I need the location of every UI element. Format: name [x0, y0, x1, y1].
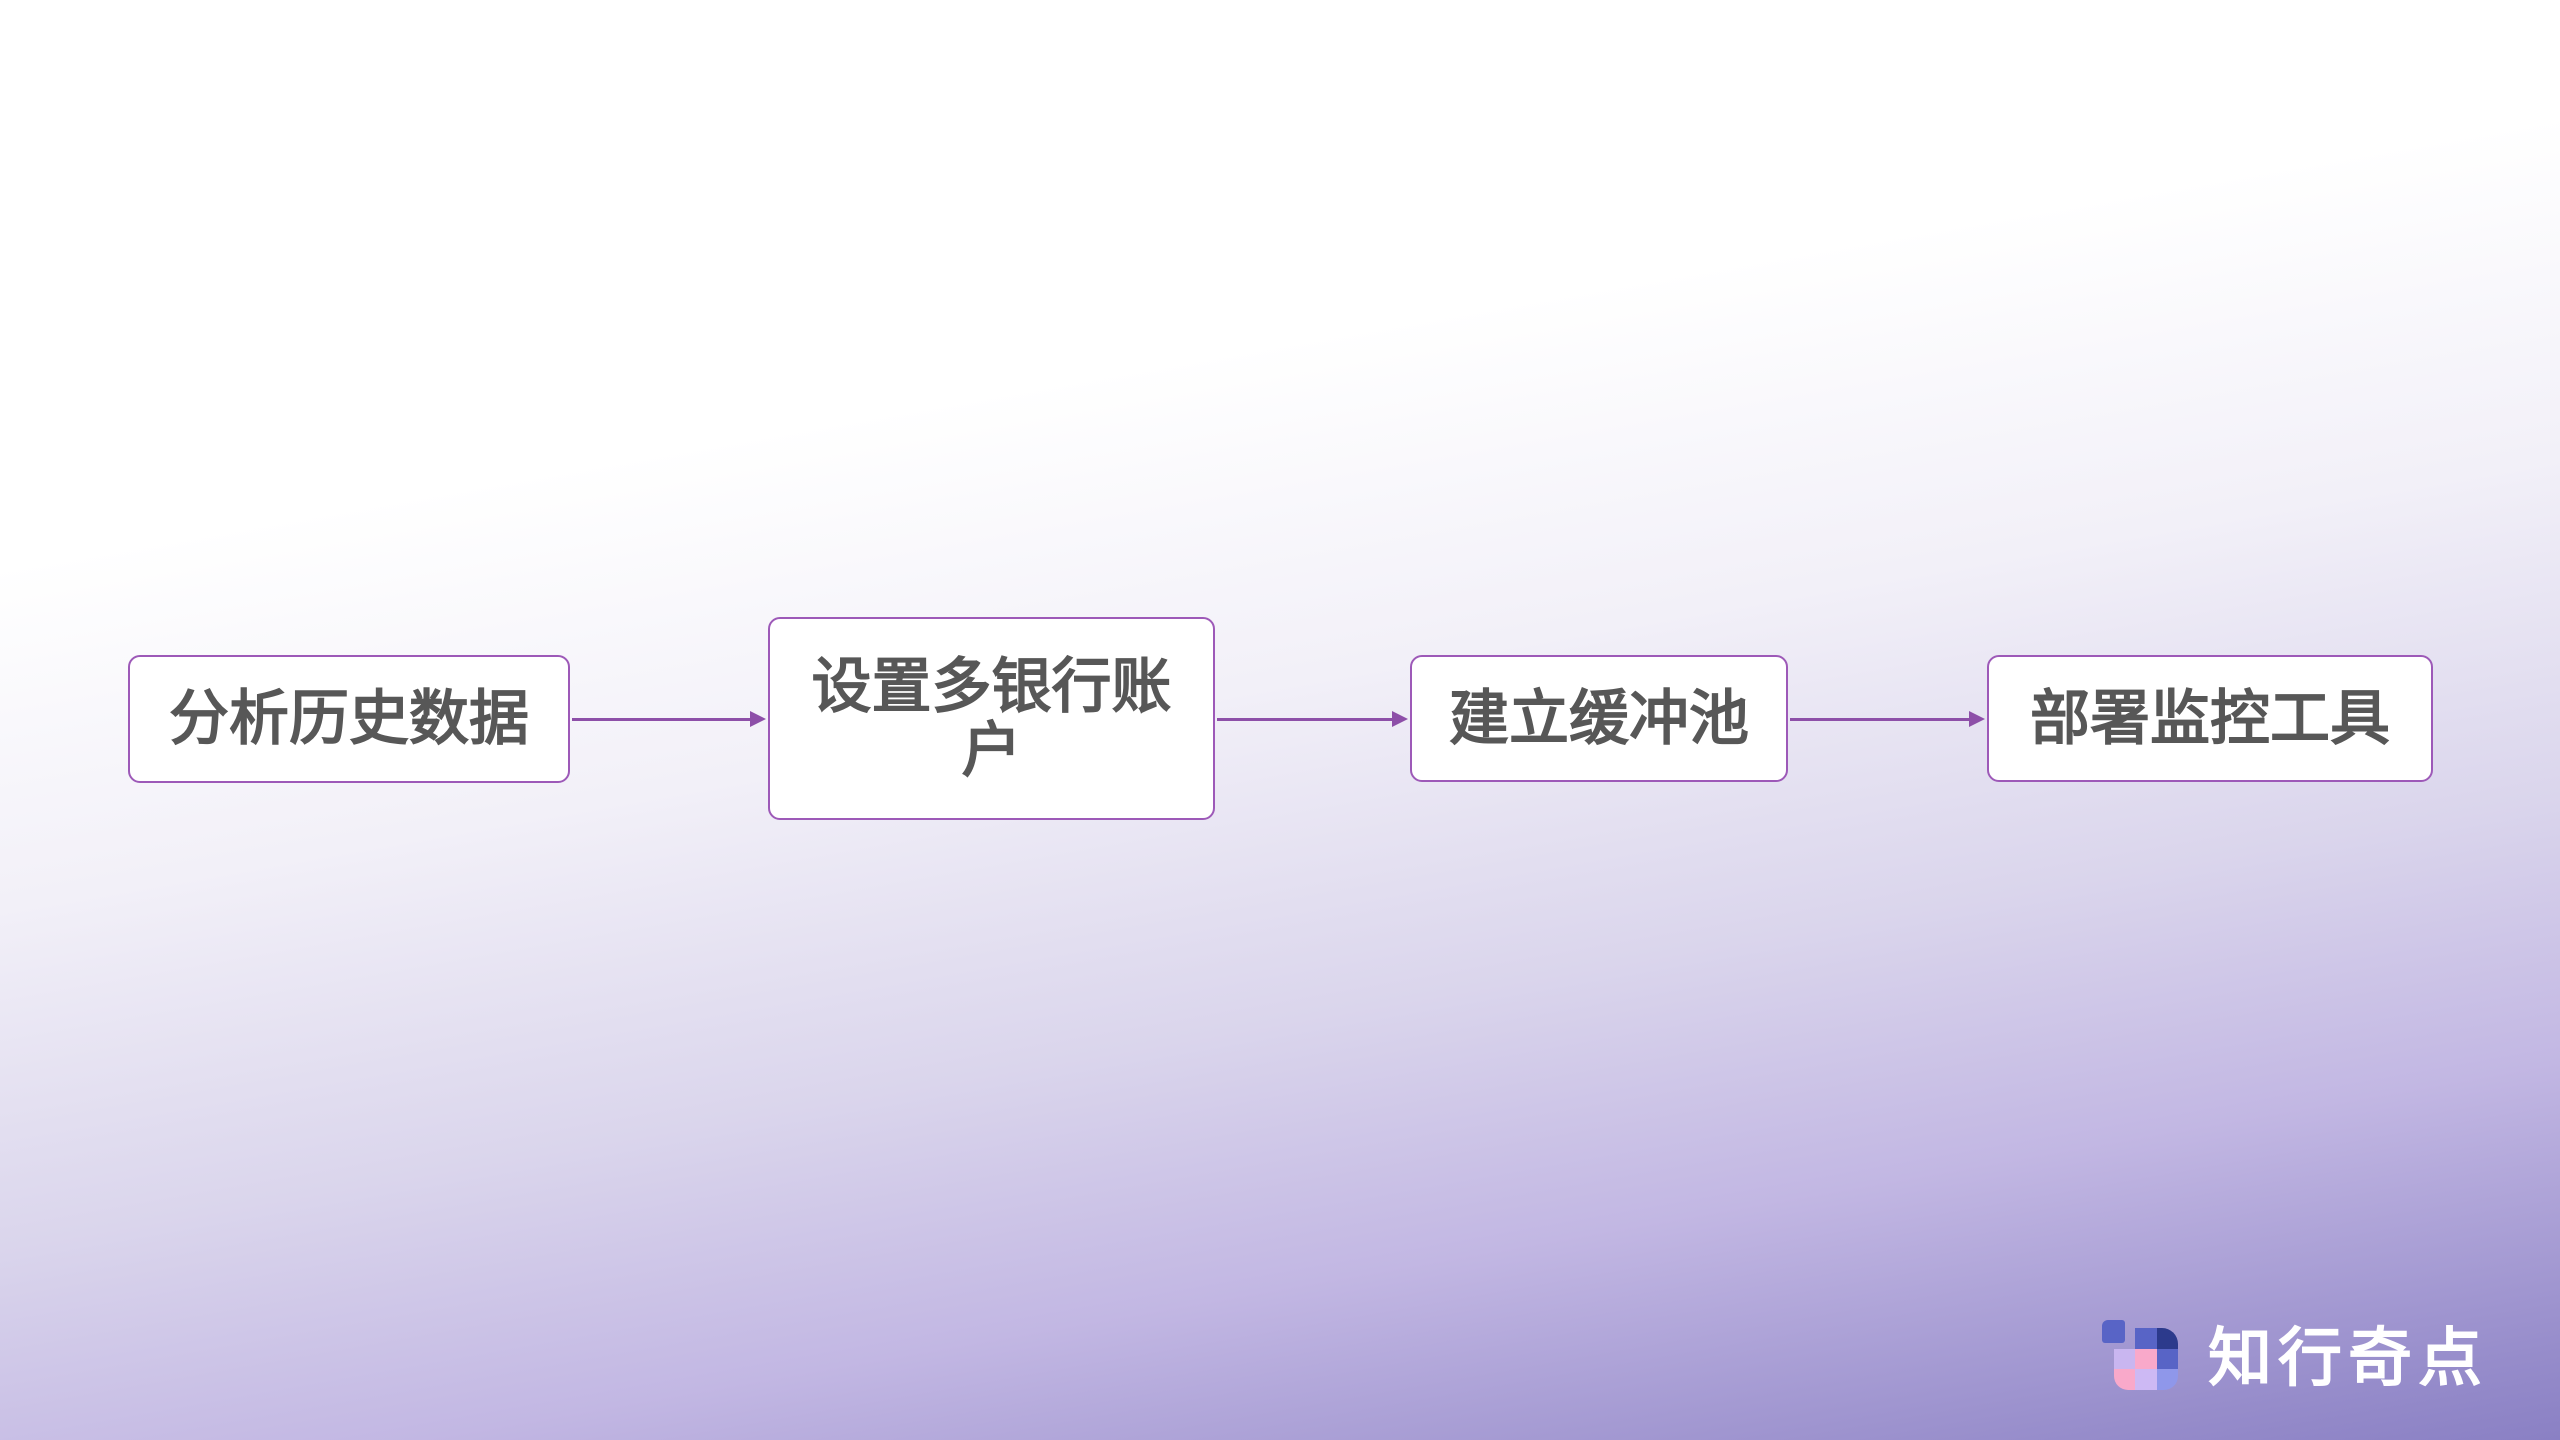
logo-grid-cell: [2114, 1348, 2136, 1370]
flow-node-label: 设置多银行账户: [811, 652, 1172, 784]
logo-grid-icon: [2102, 1318, 2178, 1390]
arrow-line: [1790, 717, 1972, 721]
arrow-line: [1217, 717, 1395, 721]
flow-node-deploy-monitoring-tools: 部署监控工具: [1987, 655, 2433, 782]
arrowhead-icon: [1969, 711, 1985, 727]
logo-grid: [2114, 1328, 2178, 1390]
flow-node-label: 部署监控工具: [2030, 684, 2390, 752]
flow-connector-1: [572, 711, 766, 727]
flow-node-label: 建立缓冲池: [1449, 684, 1749, 752]
arrowhead-icon: [1392, 711, 1408, 727]
logo-grid-cell: [2135, 1369, 2157, 1390]
flow-node-analyze-history-data: 分析历史数据: [128, 655, 570, 783]
arrow-line: [572, 717, 753, 721]
logo-wordmark: 知行奇点: [2208, 1322, 2488, 1394]
logo-detached-square: [2102, 1320, 2125, 1343]
logo-grid-cell: [2135, 1348, 2157, 1370]
logo-grid-cell: [2156, 1328, 2178, 1349]
logo-grid-cell: [2156, 1348, 2178, 1370]
logo-grid-cell: [2135, 1328, 2157, 1349]
flow-node-setup-multi-bank-accounts: 设置多银行账户: [768, 617, 1215, 820]
logo-grid-cell: [2114, 1369, 2136, 1390]
flow-node-label: 分析历史数据: [169, 685, 529, 752]
logo-grid-cell: [2156, 1369, 2178, 1390]
logo-grid-cell: [2114, 1328, 2135, 1349]
flow-connector-3: [1790, 711, 1985, 727]
flow-node-build-buffer-pool: 建立缓冲池: [1410, 655, 1788, 782]
flow-connector-2: [1217, 711, 1408, 727]
arrowhead-icon: [750, 711, 766, 727]
